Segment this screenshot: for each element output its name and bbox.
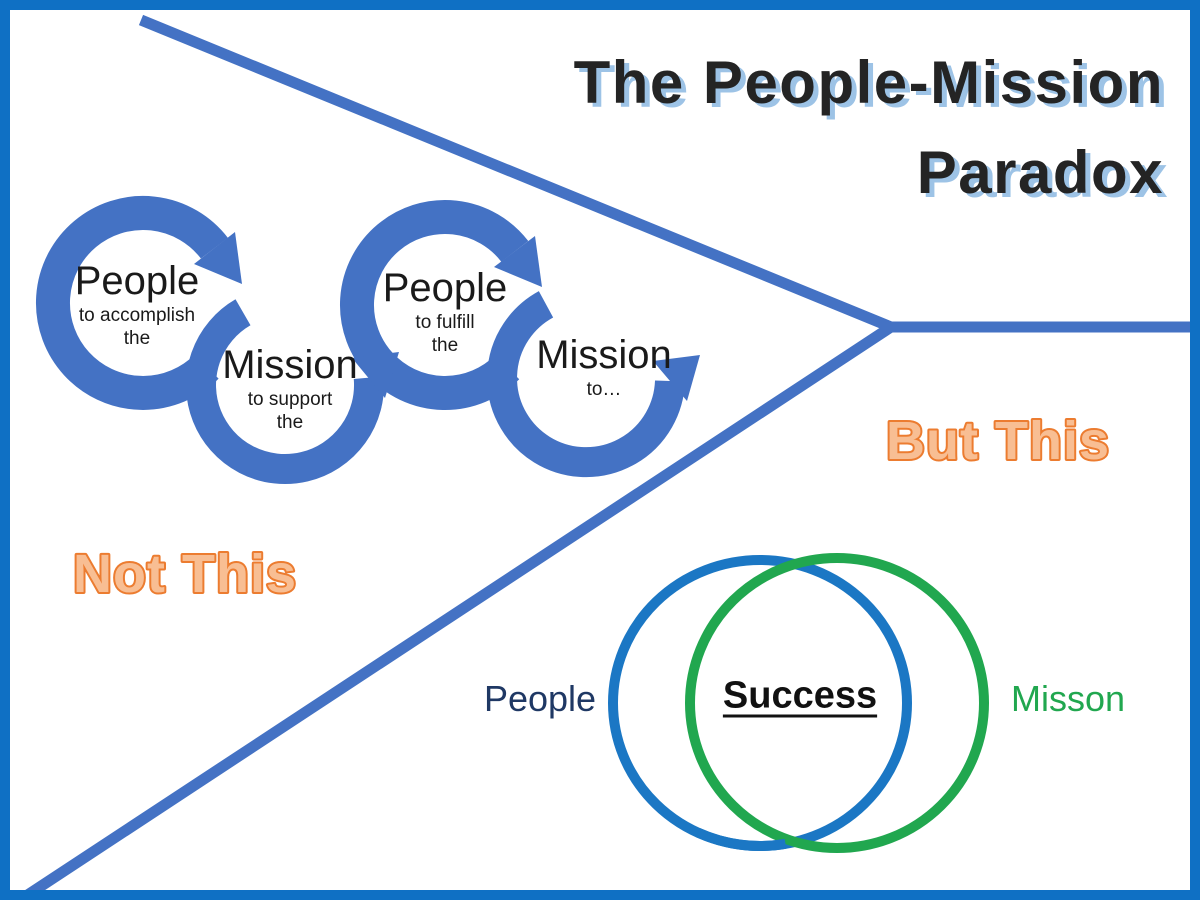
cycle-step-3-label: People to fulfill the — [383, 265, 508, 357]
cycle-arrow-3-arc-icon — [340, 200, 529, 410]
venn-mission-label: Misson — [1010, 678, 1126, 719]
page-title-line1: The People-Mission — [573, 49, 1164, 116]
cycle-arrow-2-head-icon — [352, 352, 399, 398]
cycle-arrow-1-head-icon — [194, 232, 242, 284]
cycle-step-2-sub1: to support — [247, 389, 333, 410]
cycle-arrow-2-arc-icon — [186, 299, 385, 484]
cycle-step-2-label: Mission to support the — [222, 342, 358, 434]
cycle-step-3-sub1: to fulfill — [415, 312, 475, 333]
cycle-step-4-label: Mission to… — [536, 332, 672, 401]
venn-people-label: People — [483, 678, 597, 719]
cycle-arrow-4-head-icon — [653, 355, 700, 401]
cycle-step-1-title: People — [74, 259, 200, 303]
cycle-step-2-sub2: the — [276, 412, 304, 433]
divider-lines — [25, 14, 1190, 890]
cycle-arrowheads — [194, 232, 700, 401]
cycle-step-2-title: Mission — [222, 343, 358, 387]
cycle-step-1-label: People to accomplish the — [75, 258, 200, 350]
page-title: The People-Mission Paradox — [574, 38, 1164, 218]
cycle-step-3-title: People — [382, 266, 508, 310]
cycle-arcs — [35, 196, 685, 484]
page-title-line2: Paradox — [916, 139, 1164, 206]
venn-circle-mission — [685, 553, 989, 853]
cycle-arrow-3-head-icon — [494, 236, 542, 287]
cycle-arrow-4-arc-icon — [487, 291, 685, 478]
cycle-arrow-1-arc-icon — [35, 196, 228, 410]
but-this-label: But This — [886, 411, 1110, 471]
cycle-step-4-title: Mission — [536, 333, 672, 377]
cycle-step-4-sub1: to… — [586, 379, 622, 400]
venn-success-label: Success — [722, 674, 878, 717]
cycle-step-3-sub2: the — [431, 335, 459, 356]
venn-circle-people-overlap-arc — [695, 828, 787, 851]
not-this-label: Not This — [73, 544, 297, 604]
cycle-step-1-sub1: to accomplish — [78, 305, 196, 326]
cycle-step-1-sub2: the — [123, 328, 151, 349]
diagram-shapes: Not This But This — [25, 14, 1190, 890]
